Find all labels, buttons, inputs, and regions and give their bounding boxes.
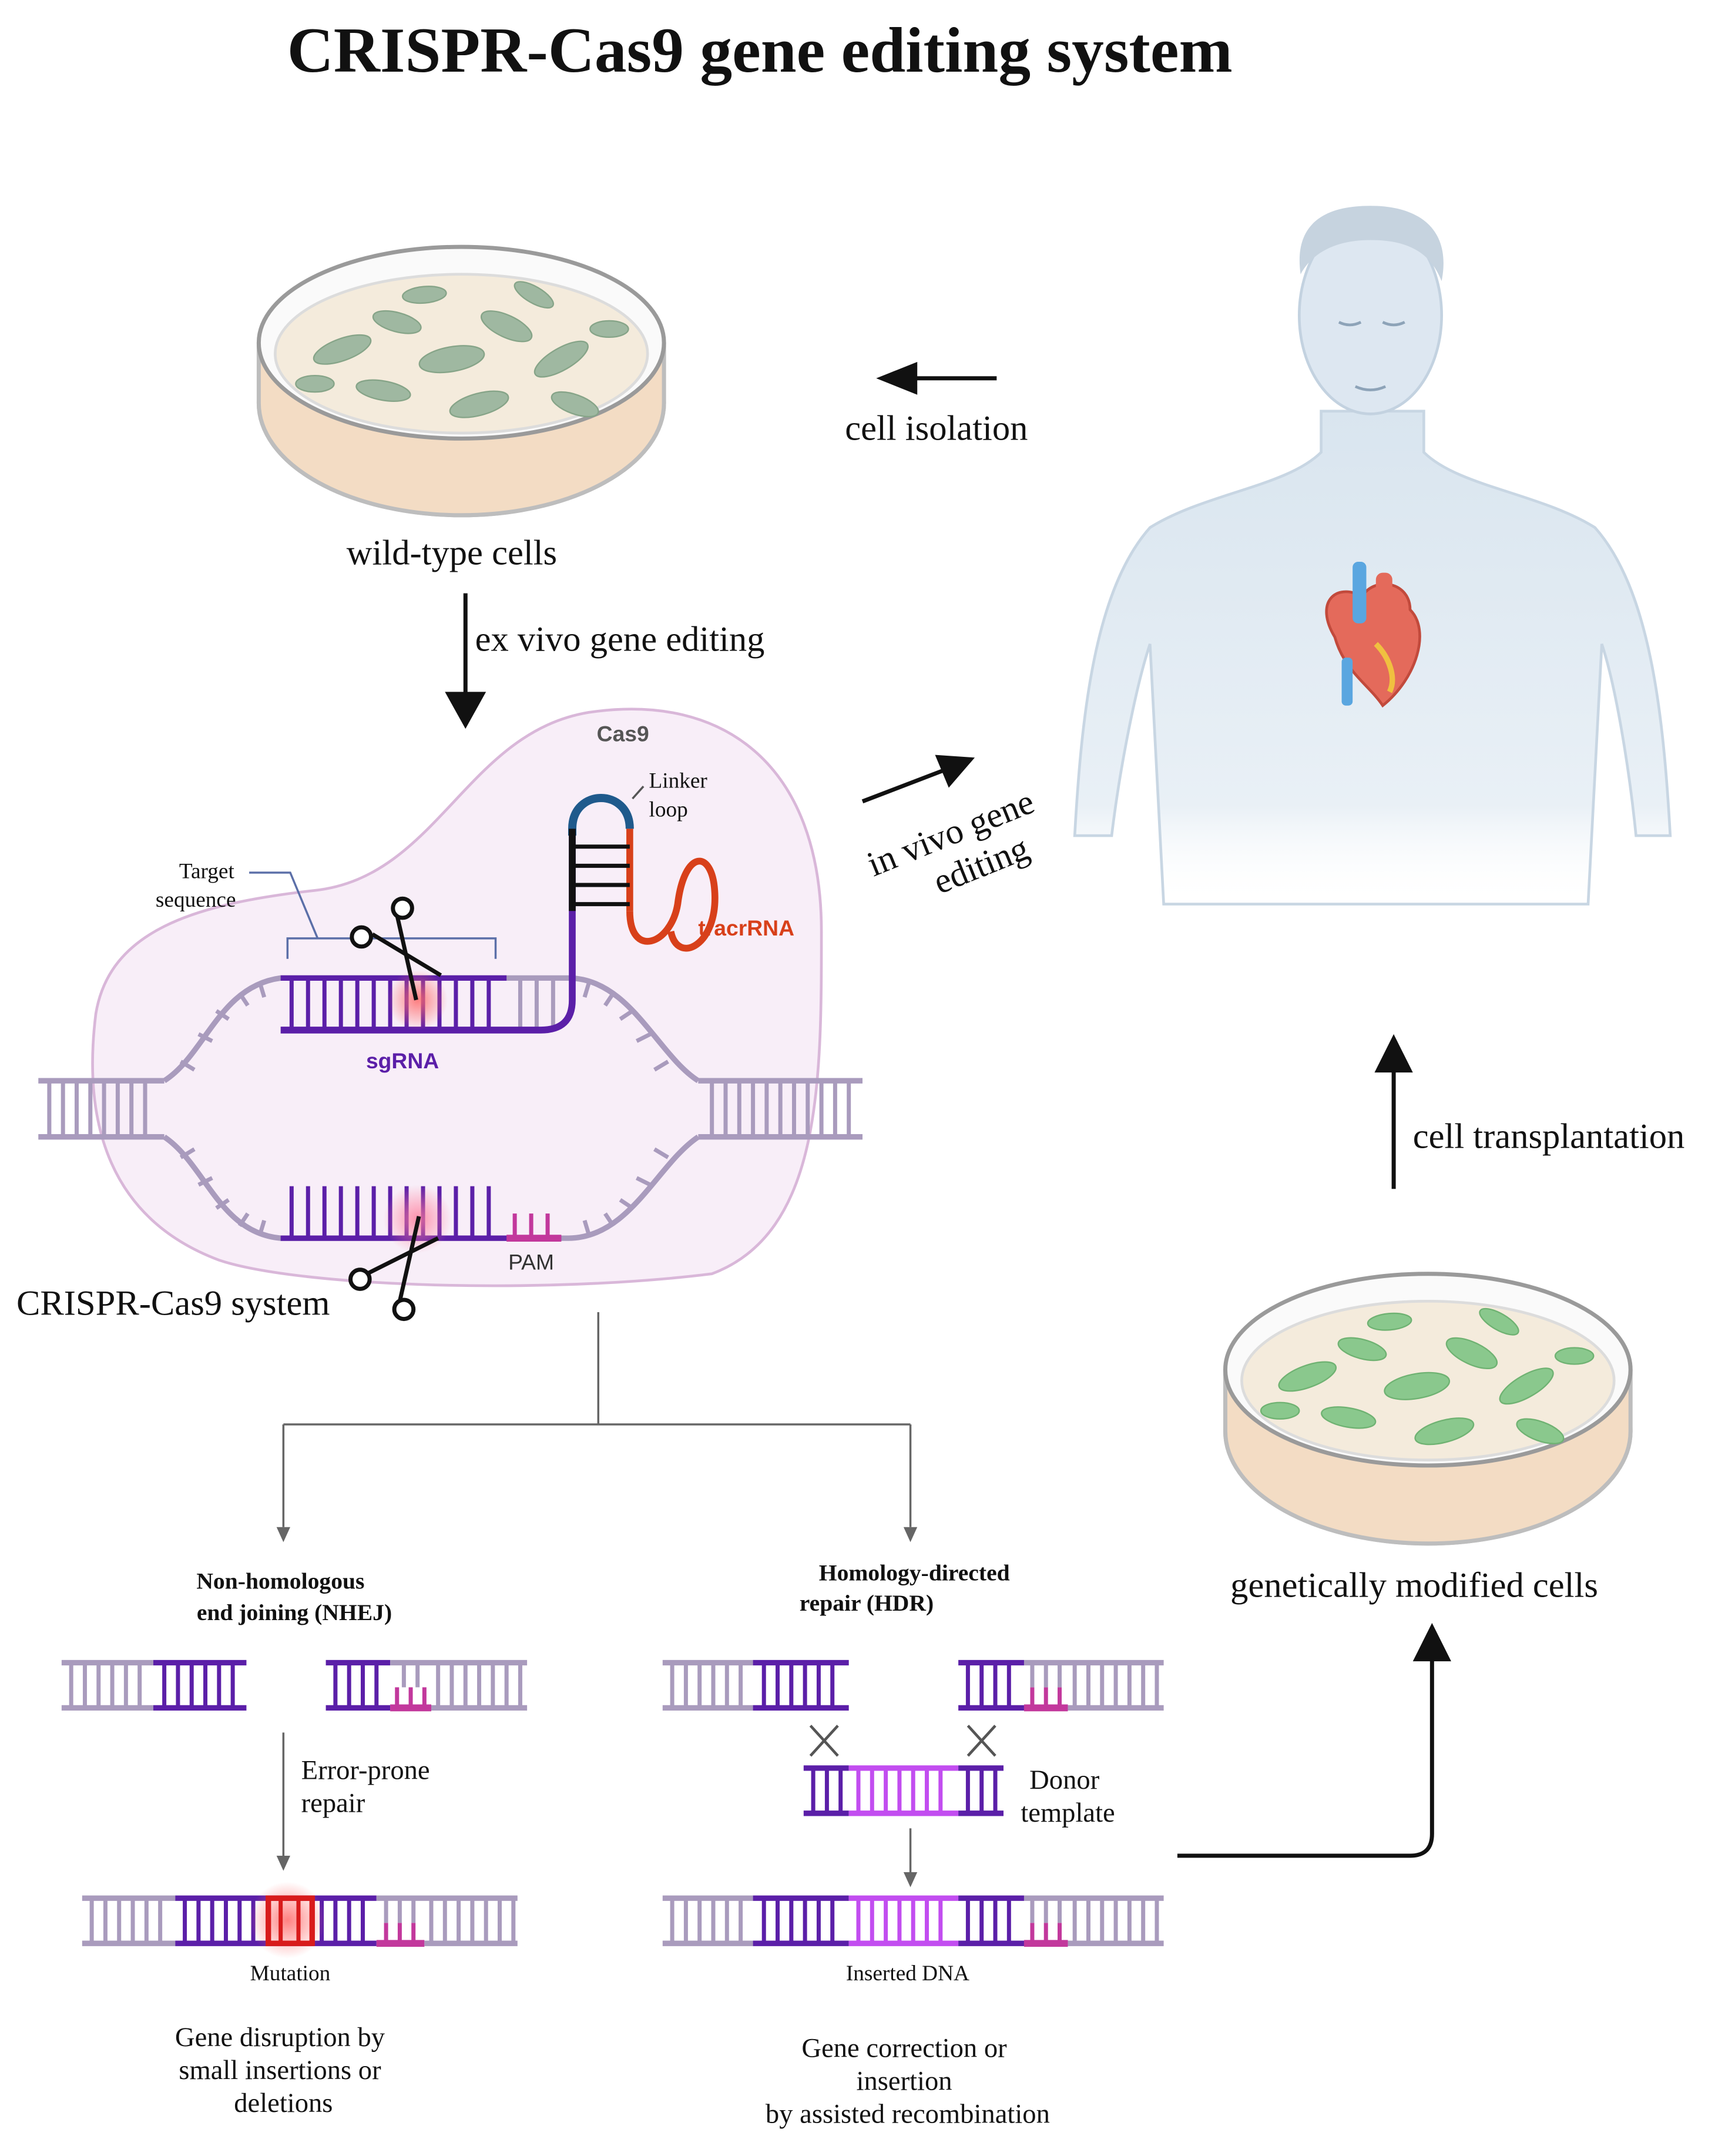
svg-text:Non-homologous end joining: Non-homologous end joining (NHEJ) — [196, 1568, 392, 1626]
dna-top-strand — [163, 975, 700, 1084]
cell-isolation-label: cell isolation — [845, 409, 1028, 448]
nhej-repaired-dna — [82, 1882, 518, 1959]
hdr-outcome-line2: insertion — [857, 2066, 952, 2096]
cas9-complex: Cas9 sgRNA tracrRNA — [38, 708, 862, 1322]
modified-cells-cluster — [1260, 1307, 1595, 1446]
ex-vivo-label: ex vivo gene editing — [475, 619, 765, 659]
ex-vivo-arrow — [445, 593, 486, 729]
sgrna-label: sgRNA — [366, 1048, 439, 1073]
nhej-broken-dna-right — [325, 1659, 528, 1712]
linker-label-line1: Linker — [649, 769, 707, 793]
cell-transplantation-arrow — [1374, 1034, 1413, 1189]
crossover-x-left-icon — [809, 1725, 839, 1757]
pam-sequence — [512, 1213, 550, 1239]
nhej-outcome-line1: Gene disruption by — [175, 2022, 385, 2053]
target-label-line1: Target — [179, 859, 235, 883]
svg-text:Linker loop: Linker loop — [649, 769, 713, 822]
hdr-repaired-dna — [662, 1895, 1164, 1947]
svg-text:Gene disruption by small i: Gene disruption by small insertions or d… — [175, 2022, 392, 2118]
inserted-dna-segment — [856, 1898, 943, 1944]
linker-loop — [568, 794, 634, 836]
genetically-modified-cells-label: genetically modified cells — [1230, 1566, 1598, 1605]
hdr-title-line1: Homology-directed — [819, 1560, 1010, 1586]
svg-text:Target sequence: Target sequence — [156, 859, 240, 912]
wild-type-petri-dish — [256, 244, 666, 518]
cell-isolation-arrow — [876, 361, 997, 395]
modified-petri-dish — [1223, 1272, 1633, 1546]
tracrrna-strand — [626, 857, 719, 952]
svg-text:Gene correction or inserti: Gene correction or insertion by assisted… — [766, 2033, 1050, 2130]
cas9-label: Cas9 — [597, 721, 649, 746]
svg-text:Error-prone repair: Error-prone repair — [301, 1755, 437, 1819]
target-bracket — [249, 871, 497, 959]
svg-text:Donor template: Donor template — [1021, 1765, 1115, 1828]
linker-label-line2: loop — [649, 797, 687, 822]
svg-text:in vivo gene editing: in vivo gene editing — [862, 779, 1063, 923]
cell-transplantation-label: cell transplantation — [1413, 1116, 1685, 1156]
donor-label-line2: template — [1021, 1798, 1115, 1828]
sgrna-strand — [280, 829, 576, 1034]
donor-label-line1: Donor — [1029, 1765, 1100, 1795]
svg-text:Homology-directed repair (: Homology-directed repair (HDR) — [800, 1560, 1016, 1616]
hdr-broken-dna-right — [958, 1659, 1164, 1712]
scissors-icon-top — [350, 896, 442, 1001]
nhej-outcome-line3: deletions — [234, 2088, 333, 2118]
crossover-x-right-icon — [966, 1725, 996, 1757]
mutation-label: Mutation — [250, 1961, 331, 1986]
heart-icon — [1325, 562, 1421, 708]
repair-branch-connector — [282, 1312, 912, 1527]
hdr-to-cells-arrow — [1177, 1622, 1451, 1858]
hdr-title-line2: repair (HDR) — [800, 1590, 934, 1616]
inserted-dna-label: Inserted DNA — [846, 1961, 969, 1986]
nhej-repair-label-line2: repair — [301, 1788, 365, 1818]
nhej-title-line2: end joining (NHEJ) — [197, 1600, 392, 1625]
tracrrna-label: tracrRNA — [698, 916, 794, 940]
wild-type-cells-label: wild-type cells — [347, 534, 557, 573]
human-body-illustration — [1073, 206, 1672, 906]
dna-left-duplex — [38, 1078, 165, 1140]
wild-type-cells-cluster — [295, 281, 629, 418]
donor-template-dna — [803, 1765, 1004, 1816]
hdr-outcome-line1: Gene correction or — [801, 2033, 1007, 2064]
nhej-broken-dna-left — [61, 1659, 247, 1711]
pam-label: PAM — [508, 1250, 554, 1275]
nhej-outcome-line2: small insertions or — [179, 2055, 381, 2085]
scissors-icon-bottom — [348, 1216, 439, 1322]
target-label-line2: sequence — [156, 888, 236, 912]
dna-right-duplex — [698, 1078, 862, 1140]
page-title: CRISPR-Cas9 gene editing system — [287, 14, 1233, 86]
hdr-broken-dna-left — [662, 1659, 849, 1711]
hdr-outcome-line3: by assisted recombination — [766, 2098, 1050, 2129]
in-vivo-arrow — [861, 755, 975, 804]
nhej-title-line1: Non-homologous — [196, 1568, 364, 1594]
crispr-system-label: CRISPR-Cas9 system — [16, 1284, 330, 1323]
mutation-site — [266, 1895, 315, 1946]
nhej-repair-label-line1: Error-prone — [301, 1755, 430, 1786]
